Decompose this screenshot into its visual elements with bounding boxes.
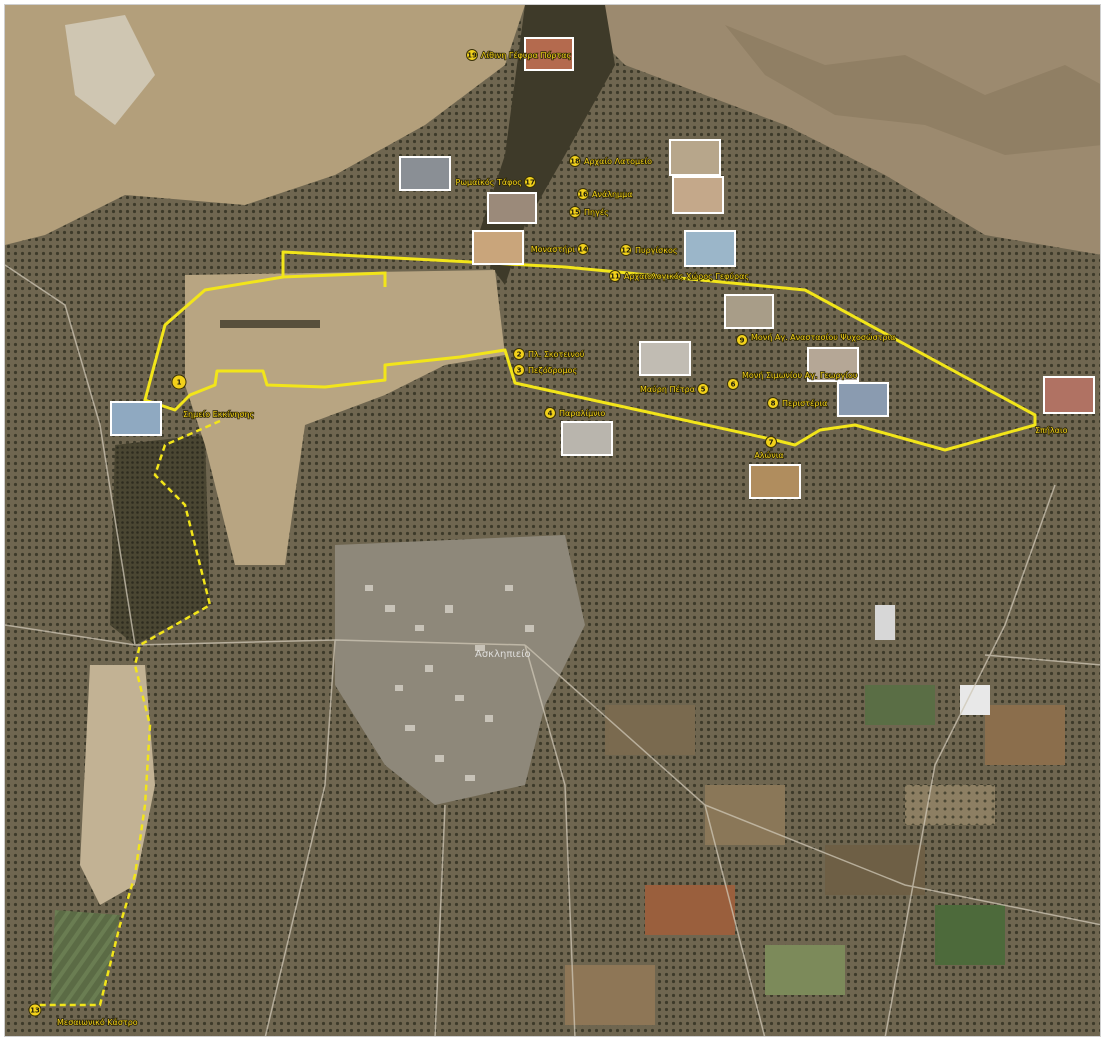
svg-text:Μαύρη Πέτρα: Μαύρη Πέτρα: [640, 384, 695, 394]
svg-text:Αρχαιολογικός Χώρος Γεφύρας: Αρχαιολογικός Χώρος Γεφύρας: [624, 271, 749, 281]
photo-thumbnail: [487, 192, 537, 224]
photo-thumbnail: [724, 294, 774, 329]
photo-thumbnail: [399, 156, 451, 191]
svg-text:9: 9: [740, 337, 745, 345]
marker-12[interactable]: 12 Πυργίσκος: [620, 244, 678, 256]
photo-thumbnail: [561, 421, 613, 456]
green-field: [50, 910, 120, 1005]
svg-text:Μονή Σιμωνίου Αγ. Γεωργίου: Μονή Σιμωνίου Αγ. Γεωργίου: [742, 371, 858, 380]
east-label: Σπήλαιο: [1035, 426, 1068, 435]
marker-6[interactable]: 6 Μονή Σιμωνίου Αγ. Γεωργίου: [727, 370, 859, 390]
photo-thumbnail: [807, 347, 859, 382]
marker-11[interactable]: 11 Αρχαιολογικός Χώρος Γεφύρας: [609, 270, 750, 282]
svg-text:2: 2: [517, 351, 522, 359]
village-buildings: [365, 585, 534, 781]
svg-text:1: 1: [177, 379, 182, 387]
marker-19[interactable]: 19 Λίθινη Γέφυρα Πόρτας: [466, 49, 572, 61]
photo-thumbnails[interactable]: [110, 37, 1095, 499]
svg-text:12: 12: [621, 247, 631, 255]
forest-strip: [110, 435, 210, 645]
village-label: Ασκληπιείο: [475, 648, 531, 660]
svg-text:16: 16: [578, 191, 588, 199]
svg-text:Αρχαίο Λατομείο: Αρχαίο Λατομείο: [584, 157, 652, 166]
photo-thumbnail: [110, 401, 162, 436]
svg-text:19: 19: [467, 52, 477, 60]
route-north-spur[interactable]: [281, 252, 387, 287]
photo-thumbnail: [472, 230, 524, 265]
marker-1[interactable]: 1: [171, 374, 187, 390]
svg-text:Αλώνια: Αλώνια: [754, 450, 783, 460]
photo-thumbnail: [669, 139, 721, 176]
svg-text:Παραλίμνιο: Παραλίμνιο: [559, 409, 605, 418]
roads: [5, 264, 1100, 1036]
photo-thumbnail: [524, 37, 574, 71]
photo-thumbnail: [684, 230, 736, 267]
marker-18[interactable]: 18 Αρχαίο Λατομείο: [569, 155, 653, 167]
satellite-map[interactable]: Ασκληπιείο 1 2 Πλ. Σκοτεινού 3 Πεζόδρομο…: [5, 5, 1101, 1037]
field-south-west: [80, 665, 155, 905]
photo-thumbnail: [639, 341, 691, 376]
route-markers[interactable]: 1 2 Πλ. Σκοτεινού 3 Πεζόδρομος 4 Παραλίμ…: [28, 49, 896, 1017]
svg-text:8: 8: [771, 400, 776, 408]
svg-text:Περιστέρια: Περιστέρια: [782, 398, 827, 408]
svg-text:3: 3: [517, 367, 522, 375]
marker-5[interactable]: 5 Μαύρη Πέτρα: [639, 383, 709, 395]
white-quarry: [65, 15, 155, 125]
svg-text:15: 15: [570, 209, 580, 217]
marker-4[interactable]: 4 Παραλίμνιο: [544, 407, 606, 419]
svg-text:Πυργίσκος: Πυργίσκος: [635, 246, 678, 255]
svg-text:5: 5: [701, 386, 706, 394]
marker-13[interactable]: 13: [28, 1003, 42, 1017]
marker-9[interactable]: 9 Μονή Αγ. Αναστασίου Ψυχοσώστρια: [736, 331, 896, 346]
end-label: Μεσαιωνικό Κάστρο: [57, 1017, 138, 1027]
svg-text:Πεζόδρομος: Πεζόδρομος: [528, 365, 577, 375]
start-label: Σημείο Εκκίνησης: [183, 410, 254, 419]
svg-text:Πλ. Σκοτεινού: Πλ. Σκοτεινού: [528, 349, 585, 359]
field-west: [185, 270, 505, 565]
mountain-ridge: [725, 25, 1100, 155]
svg-text:6: 6: [731, 381, 736, 389]
mountain-area: [565, 5, 1100, 255]
svg-text:Πηγές: Πηγές: [584, 207, 609, 217]
marker-14[interactable]: 14 Μοναστήρι: [530, 243, 589, 255]
svg-text:7: 7: [769, 439, 774, 447]
photo-thumbnail: [1043, 376, 1095, 414]
svg-text:4: 4: [548, 410, 553, 418]
marker-15[interactable]: 15 Πηγές: [569, 206, 610, 218]
svg-text:Μοναστήρι: Μοναστήρι: [531, 245, 576, 254]
marker-17[interactable]: 17 Ρωμαϊκός Τάφος: [455, 176, 536, 188]
photo-thumbnail: [749, 464, 801, 499]
marker-16[interactable]: 16 Ανάλημμα: [577, 188, 633, 200]
svg-text:Ανάλημμα: Ανάλημμα: [592, 190, 632, 199]
svg-text:11: 11: [610, 273, 620, 281]
svg-text:18: 18: [570, 158, 580, 166]
svg-text:13: 13: [30, 1007, 40, 1015]
field-mosaic: [565, 605, 1065, 1025]
marker-3[interactable]: 3 Πεζόδρομος: [513, 364, 578, 376]
svg-text:Μονή Αγ. Αναστασίου Ψυχοσώστρι: Μονή Αγ. Αναστασίου Ψυχοσώστρια: [751, 332, 896, 342]
svg-text:14: 14: [578, 246, 588, 254]
marker-8[interactable]: 8 Περιστέρια: [767, 397, 828, 409]
marker-7[interactable]: 7 Αλώνια: [754, 436, 784, 461]
svg-text:Λίθινη Γέφυρα Πόρτας: Λίθινη Γέφυρα Πόρτας: [481, 50, 571, 60]
map-frame: Ασκληπιείο 1 2 Πλ. Σκοτεινού 3 Πεζόδρομο…: [4, 4, 1101, 1037]
photo-thumbnail: [837, 382, 889, 417]
route-dashed-trail[interactable]: [35, 419, 221, 1007]
marker-2[interactable]: 2 Πλ. Σκοτεινού: [513, 348, 586, 360]
village-area: [335, 535, 585, 805]
field-strip: [220, 320, 320, 328]
svg-text:17: 17: [525, 179, 535, 187]
svg-text:Ρωμαϊκός Τάφος: Ρωμαϊκός Τάφος: [456, 177, 522, 187]
photo-thumbnail: [672, 176, 724, 214]
